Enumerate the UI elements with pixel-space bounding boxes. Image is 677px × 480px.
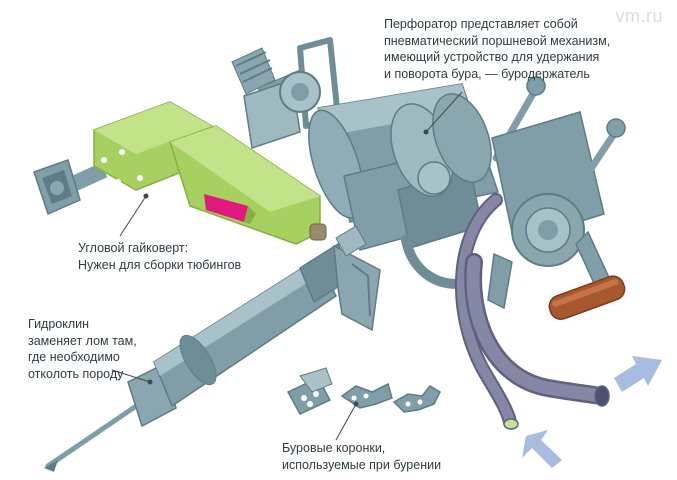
bits-label: Буровые коронки, используемые при бурени…: [282, 441, 442, 472]
leader-perforator: [425, 91, 463, 133]
air-outlet-arrow: [614, 356, 662, 392]
watermark-logo: vm.ru: [615, 6, 663, 26]
hydroklin-label: Гидроклин заменяет лом там, где необходи…: [28, 317, 137, 381]
leader-bits: [335, 403, 357, 441]
leader-lines: [111, 91, 463, 441]
drill-bit-1: [286, 367, 333, 415]
perforator-drawing: [231, 37, 626, 430]
drill-bit-2: [340, 382, 393, 409]
wrench-label: Угловой гайковерт: Нужен для сборки тюби…: [78, 241, 242, 272]
hydroklin-drawing: [44, 225, 381, 472]
drill-bits-drawing: [286, 367, 441, 415]
leader-hydroklin: [111, 369, 151, 383]
leader-wrench: [119, 195, 147, 237]
air-inlet-arrow: [522, 430, 562, 468]
perforator-handle: [548, 275, 626, 320]
drill-bit-3: [392, 385, 441, 413]
perforator-label: Перфоратор представляет собой пневматиче…: [384, 17, 611, 81]
angle-wrench-drawing: [33, 101, 327, 245]
